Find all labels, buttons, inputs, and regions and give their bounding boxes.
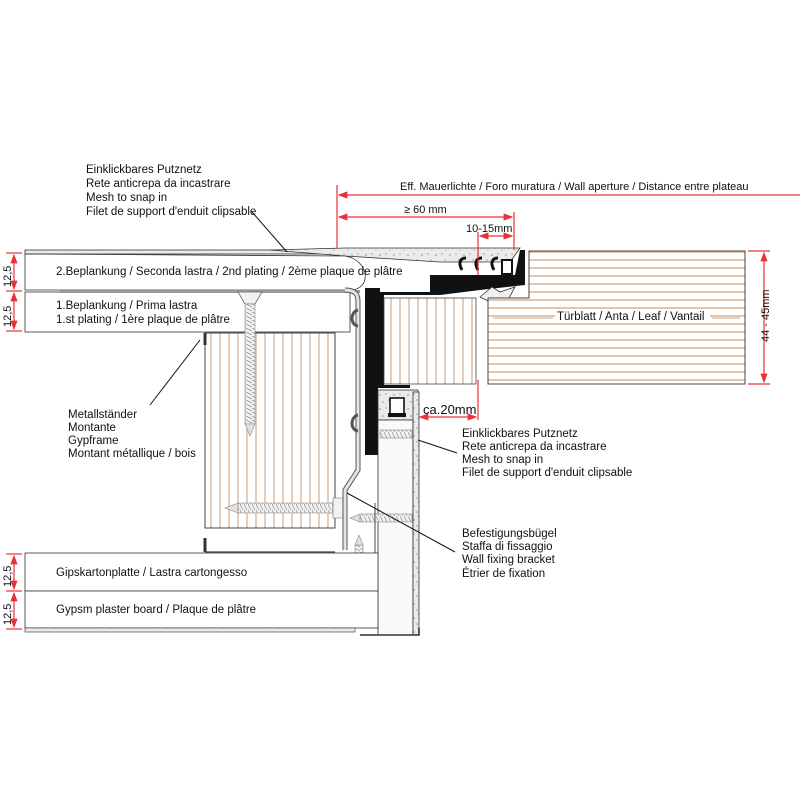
screw-vertical [237, 291, 263, 437]
reveal-plaster [360, 391, 420, 636]
metal-stud [203, 332, 336, 553]
label-line: Wall fixing bracket [462, 554, 556, 566]
label-first-plating: 1.Beplankung / Prima lastra 1.st plating… [56, 300, 230, 326]
label-door-leaf: Türblatt / Anta / Leaf / Vantail [557, 311, 704, 323]
label-line: Filet de support d'enduit clipsable [86, 206, 256, 218]
label-line: Staffa di fissaggio [462, 541, 553, 553]
leader-mesh-right [417, 439, 458, 454]
screw-horizontal [224, 497, 346, 519]
gypsum-board-1 [24, 552, 379, 592]
label-line: Montante [68, 422, 116, 434]
label-line: Einklickbares Putznetz [86, 164, 202, 176]
door-leaf-label-bg [555, 309, 710, 323]
frame-plaster-insert [377, 389, 419, 421]
label-line: Mesh to snap in [462, 454, 543, 466]
dim-text-min-width: ≥ 60 mm [404, 204, 447, 216]
label-stud: Metallständer Montante Gypframe Montant … [68, 409, 196, 460]
screw-reveal-upper [379, 429, 413, 439]
label-line: Rete anticrepa da incastrare [86, 178, 230, 190]
gypsum-board-2 [24, 590, 379, 633]
second-plating-board [24, 247, 521, 291]
label-line: Befestigungsbügel [462, 528, 557, 540]
leader-lines [149, 211, 740, 553]
label-mesh-top: Einklickbares Putznetz Rete anticrepa da… [86, 164, 256, 218]
dim-text-wall-aperture: Eff. Mauerlichte / Foro muratura / Wall … [400, 181, 749, 193]
leader-stud [149, 339, 201, 406]
screw-reveal-lower [349, 513, 413, 523]
label-line: Montant métallique / bois [68, 448, 196, 460]
dim-text-plate-bottom-1: 12,5 [2, 566, 14, 587]
leader-bracket [346, 492, 456, 553]
dim-text-leaf-thickness: 44 - 45mm [760, 289, 772, 342]
label-bracket: Befestigungsbügel Staffa di fissaggio Wa… [462, 528, 557, 580]
dim-text-reveal: ca.20mm [423, 402, 476, 417]
label-gypsum-board-2: Gypsm plaster board / Plaque de plâtre [56, 604, 256, 616]
label-line: Metallständer [68, 409, 137, 421]
leader-mesh-top [251, 211, 288, 253]
label-line: 1.st plating / 1ère plaque de plâtre [56, 314, 230, 326]
dim-text-plate-bottom-2: 12,5 [2, 604, 14, 625]
dim-text-gap: 10-15mm [466, 223, 512, 235]
dim-text-plate-top-1: 12,5 [2, 266, 14, 287]
label-line: Mesh to snap in [86, 192, 167, 204]
first-plating-board [24, 290, 360, 333]
label-gypsum-board-1: Gipskartonplatte / Lastra cartongesso [56, 567, 247, 579]
dimension-lines [6, 185, 800, 630]
label-second-plating: 2.Beplankung / Seconda lastra / 2nd plat… [56, 266, 403, 278]
label-line: 1.Beplankung / Prima lastra [56, 300, 198, 312]
label-line: Filet de support d'enduit clipsable [462, 467, 632, 479]
label-mesh-right: Einklickbares Putznetz Rete anticrepa da… [462, 428, 632, 479]
label-line: Étrier de fixation [462, 567, 545, 580]
label-line: Rete anticrepa da incastrare [462, 441, 606, 453]
frame-wood-core [383, 297, 477, 385]
label-line: Einklickbares Putznetz [462, 428, 578, 440]
label-line: Gypframe [68, 435, 119, 447]
wall-fixing-bracket [342, 287, 361, 550]
dim-text-plate-top-2: 12,5 [2, 306, 14, 327]
